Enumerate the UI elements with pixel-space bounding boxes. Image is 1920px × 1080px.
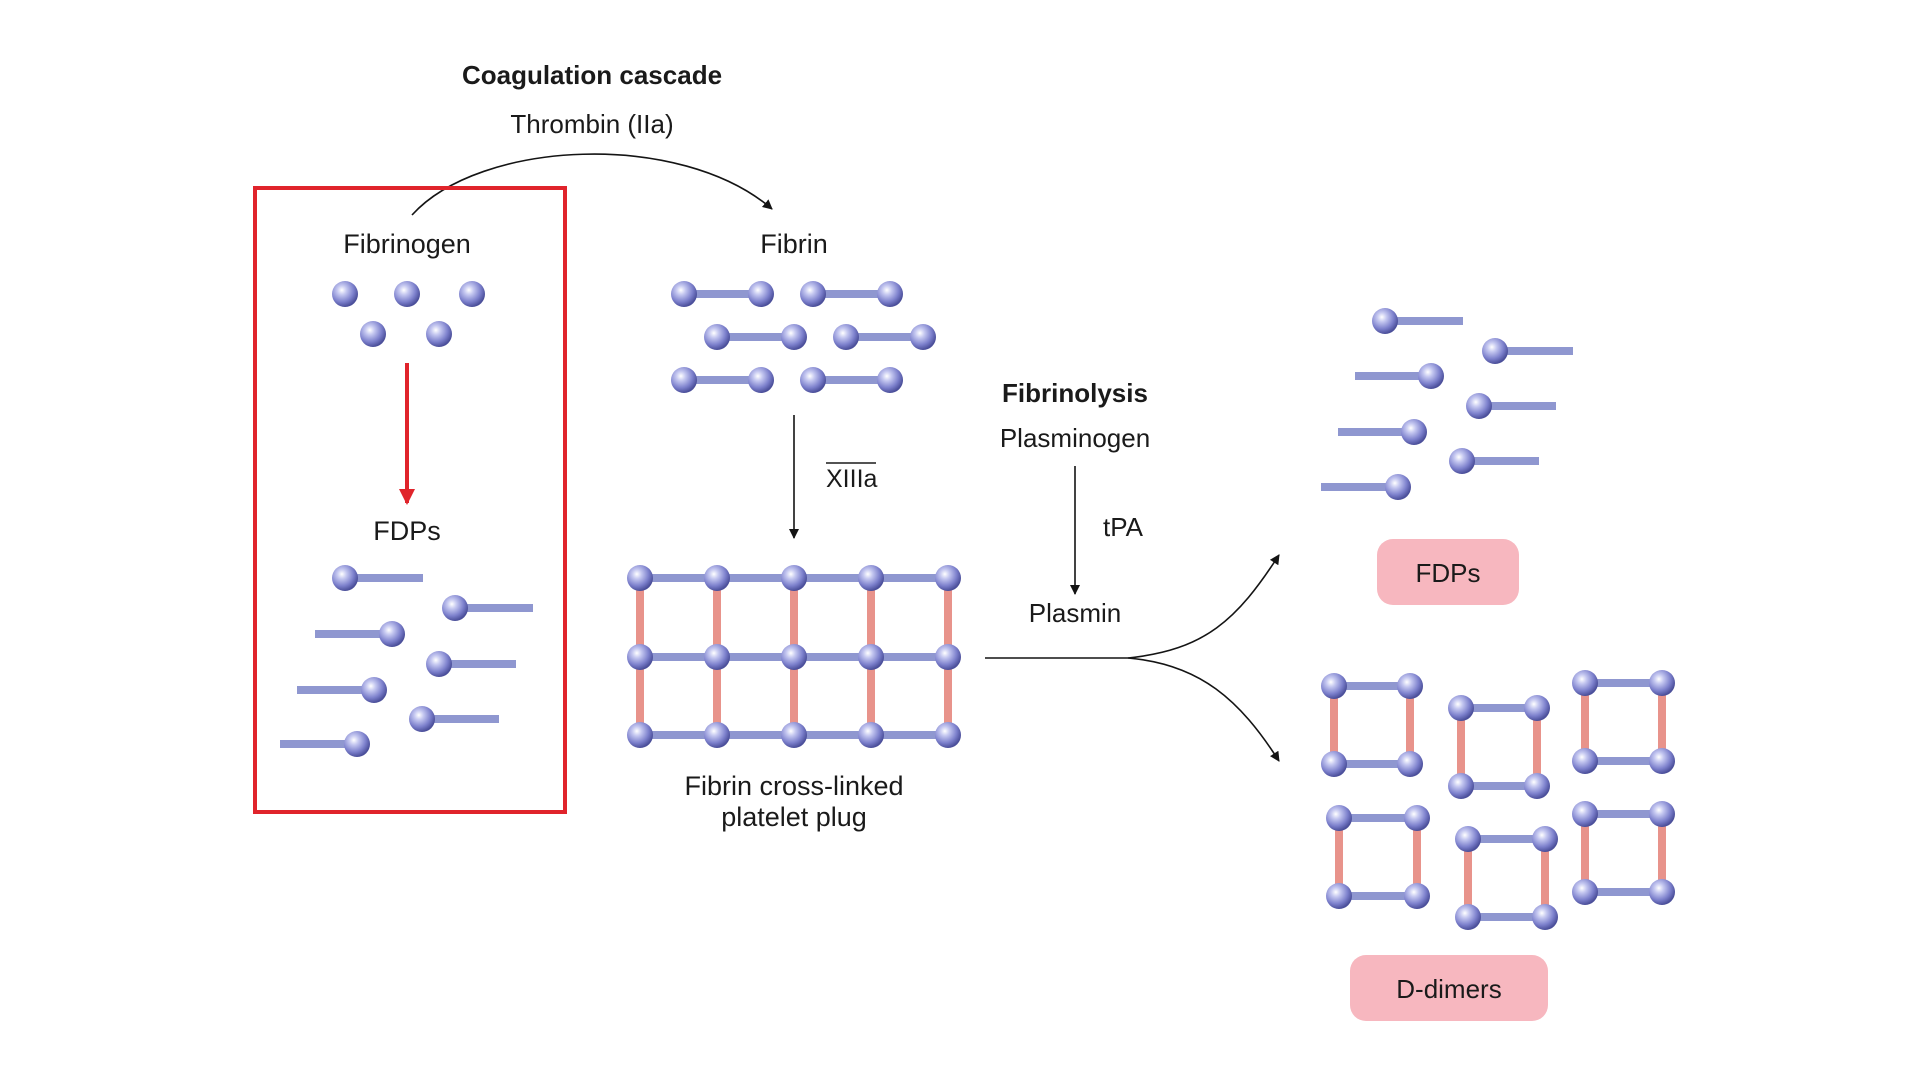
fdp-fragments-left bbox=[280, 565, 533, 757]
arrow-to-ddimers bbox=[1127, 657, 1280, 762]
d-dimer bbox=[1572, 670, 1675, 774]
fibrinogen-molecules bbox=[332, 281, 485, 347]
fibrinogen-node bbox=[360, 321, 386, 347]
fdp-fragments-right bbox=[1321, 308, 1573, 500]
fibrin-strand bbox=[800, 367, 903, 393]
fibrin-strand bbox=[704, 324, 807, 350]
fdp-fragment bbox=[315, 621, 405, 647]
plasmin-label: Plasmin bbox=[1029, 598, 1121, 628]
plug-label-line2: platelet plug bbox=[721, 802, 867, 832]
d-dimer bbox=[1326, 805, 1430, 909]
fdp-fragment bbox=[332, 565, 423, 591]
factor-xiiia-label: XIIIa bbox=[826, 465, 878, 493]
fibrinogen-node bbox=[459, 281, 485, 307]
d-dimer bbox=[1448, 695, 1550, 799]
fibrinolysis-title: Fibrinolysis bbox=[1002, 378, 1148, 408]
fdps-right-label: FDPs bbox=[1416, 558, 1481, 588]
fibrin-label: Fibrin bbox=[760, 229, 828, 259]
fdp-fragment bbox=[1482, 338, 1573, 364]
d-dimer bbox=[1321, 673, 1423, 777]
ddimers-badge bbox=[1350, 955, 1548, 1021]
fibrinogen-node bbox=[332, 281, 358, 307]
fdp-fragment bbox=[280, 731, 370, 757]
plug-label-line1: Fibrin cross-linked bbox=[684, 771, 903, 801]
fdp-fragment bbox=[1355, 363, 1444, 389]
arrow-to-fdps bbox=[1127, 554, 1280, 659]
fibrin-strand bbox=[671, 367, 774, 393]
fibrin-strand bbox=[800, 281, 903, 307]
highlight-box bbox=[253, 186, 567, 814]
tpa-label: tPA bbox=[1103, 512, 1144, 542]
fdps-left-label: FDPs bbox=[373, 516, 441, 546]
fdp-fragment bbox=[426, 651, 516, 677]
fdp-fragment bbox=[1449, 448, 1539, 474]
fibrin-strand bbox=[833, 324, 936, 350]
thrombin-arc-arrow bbox=[411, 153, 773, 216]
fdp-fragment bbox=[1372, 308, 1463, 334]
fibrin-strand bbox=[671, 281, 774, 307]
fibrinogen-label: Fibrinogen bbox=[343, 229, 471, 259]
fdp-fragment bbox=[1338, 419, 1427, 445]
cross-linked-plug bbox=[627, 565, 961, 748]
d-dimer bbox=[1572, 801, 1675, 905]
fdps-badge bbox=[1377, 539, 1519, 605]
coagulation-cascade-title: Coagulation cascade bbox=[462, 60, 722, 90]
d-dimer-squares bbox=[1321, 670, 1675, 930]
fdp-fragment bbox=[297, 677, 387, 703]
thrombin-label: Thrombin (IIa) bbox=[510, 109, 673, 139]
fibrinogen-node bbox=[394, 281, 420, 307]
fdp-fragment bbox=[442, 595, 533, 621]
d-dimer bbox=[1455, 826, 1558, 930]
fdp-fragment bbox=[1466, 393, 1556, 419]
fibrin-strands bbox=[671, 281, 936, 393]
fdp-fragment bbox=[409, 706, 499, 732]
plasminogen-label: Plasminogen bbox=[1000, 423, 1150, 453]
fibrinogen-node bbox=[426, 321, 452, 347]
fdp-fragment bbox=[1321, 474, 1411, 500]
ddimers-label: D-dimers bbox=[1396, 974, 1501, 1004]
